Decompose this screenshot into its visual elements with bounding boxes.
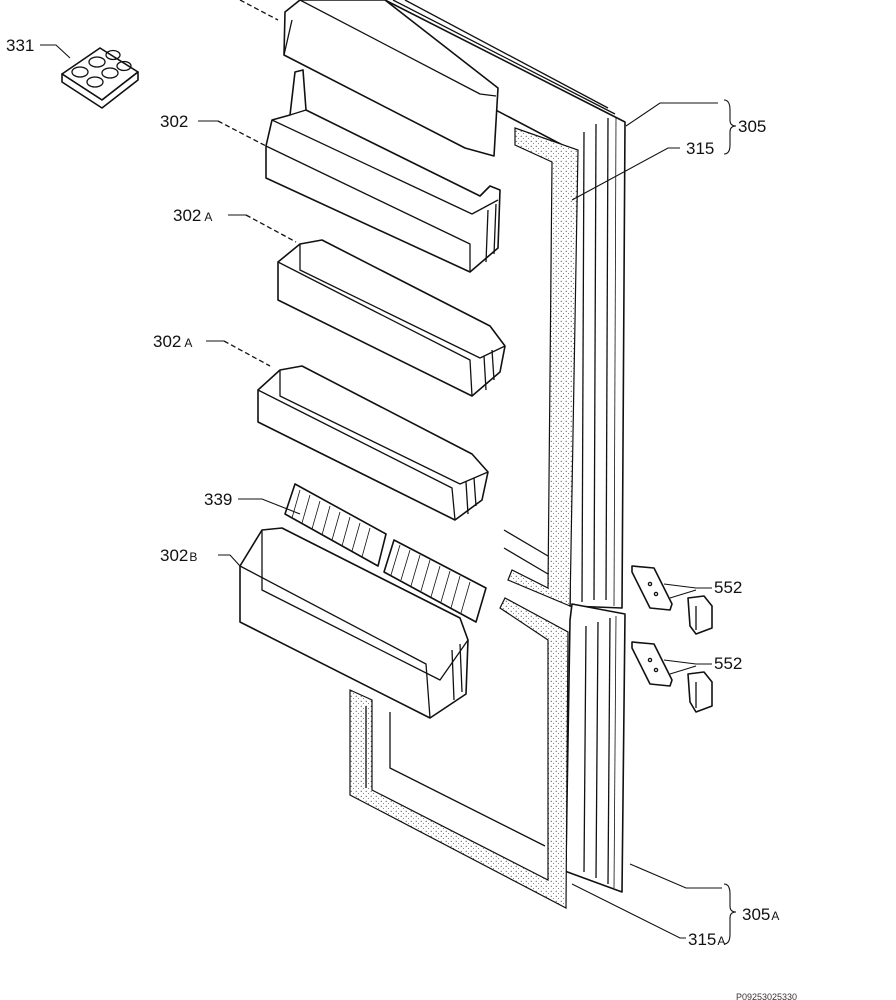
label-305a: 305A	[742, 905, 779, 924]
label-552-lower: 552	[714, 654, 742, 673]
leader-lines	[40, 44, 737, 945]
label-305: 305	[738, 117, 766, 136]
part-552-hinge-upper	[631, 565, 713, 635]
lower-door-305a	[561, 603, 626, 893]
part-552-hinge-lower	[631, 641, 713, 713]
label-331: 331	[6, 36, 34, 55]
part-331-egg-tray	[61, 47, 139, 109]
dairy-compartment-lid	[239, 0, 499, 157]
part-302b-bottle-shelf	[239, 527, 469, 719]
drawing-code: P09253025330	[736, 992, 797, 1000]
upper-gasket-315	[503, 127, 579, 607]
label-552-upper: 552	[714, 578, 742, 597]
lower-gasket-315a	[349, 597, 569, 909]
label-315: 315	[686, 139, 714, 158]
part-339-bottle-retainers	[284, 483, 487, 623]
label-339: 339	[204, 490, 232, 509]
part-302a-door-shelf-upper	[277, 239, 506, 397]
part-302-door-shelf	[265, 69, 501, 273]
part-302a-door-shelf-lower	[257, 365, 489, 521]
label-302: 302	[160, 112, 188, 131]
label-302b: 302B	[160, 546, 197, 565]
label-315a: 315A	[688, 930, 725, 949]
